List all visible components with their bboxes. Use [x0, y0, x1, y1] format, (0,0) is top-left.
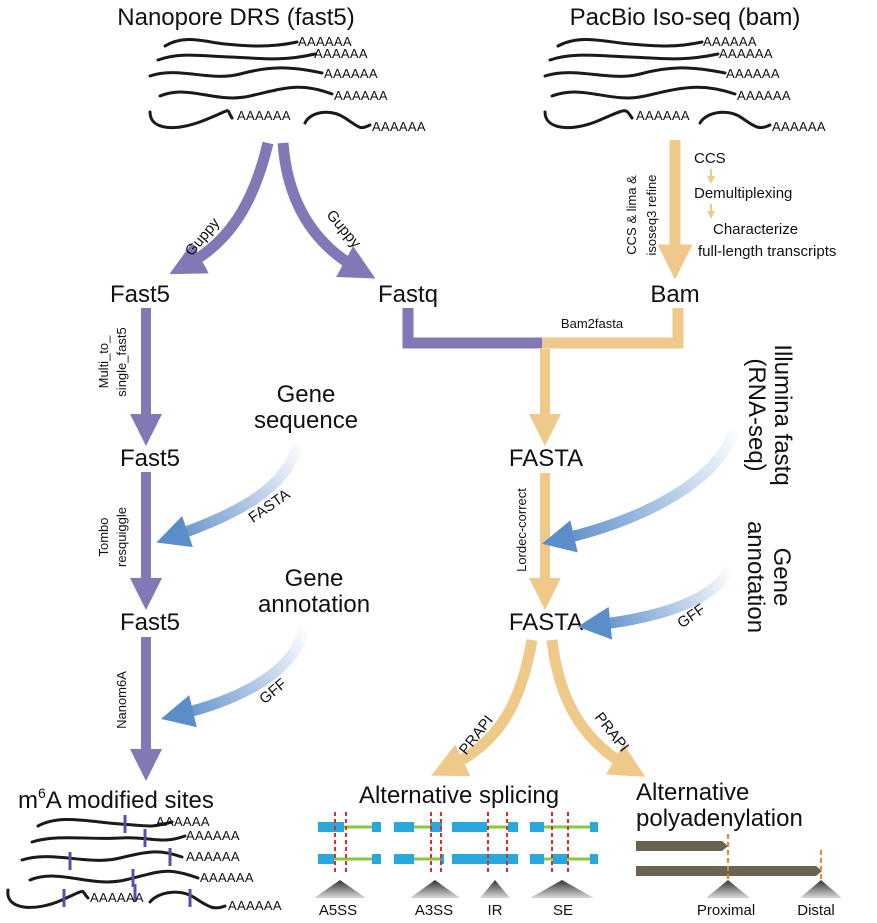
pacbio-steps: CCS Demultiplexing Characterize full-len…: [694, 150, 836, 260]
gene-annotation-left-arrow: [160, 626, 310, 728]
svg-text:resquiggle: resquiggle: [114, 507, 129, 567]
nanopore-reads: [148, 38, 372, 130]
multi-to-single-label: Multi_to_ single_fast5: [96, 327, 129, 396]
node-fastq: Fastq: [378, 281, 438, 308]
gene-sequence-label: Gene sequence: [254, 381, 358, 434]
pacbio-reads: [543, 38, 772, 130]
a5ss-schematic: [318, 812, 381, 872]
illumina-label: Illumina fastq (RNA-seq): [743, 344, 796, 485]
polya-schematic: [636, 834, 842, 898]
svg-text:AAAAAA: AAAAAA: [156, 814, 210, 829]
node-bam: Bam: [650, 281, 699, 308]
distal-label: Distal: [797, 902, 835, 919]
node-fasta-merged: FASTA: [509, 445, 583, 472]
svg-text:(RNA-seq): (RNA-seq): [743, 358, 770, 471]
svg-text:Characterize: Characterize: [713, 221, 798, 238]
gene-annotation-right-label: Gene annotation: [742, 521, 795, 633]
svg-text:AAAAAA: AAAAAA: [737, 88, 791, 103]
prapi-right-arrow: [546, 639, 646, 777]
bam2fasta-label: Bam2fasta: [561, 316, 624, 331]
svg-text:Multi_to_: Multi_to_: [96, 335, 111, 389]
m6a-sites: [62, 815, 192, 907]
svg-text:AAAAAA: AAAAAA: [237, 108, 291, 123]
svg-text:AAAAAA: AAAAAA: [636, 108, 690, 123]
svg-text:AAAAAA: AAAAAA: [772, 119, 826, 134]
svg-text:Illumina fastq: Illumina fastq: [769, 344, 796, 485]
m6a-title: m6A modified sites: [18, 785, 214, 814]
svg-text:AAAAAA: AAAAAA: [314, 46, 368, 61]
gene-annotation-right-arrow: [577, 565, 735, 640]
svg-text:polyadenylation: polyadenylation: [636, 805, 803, 832]
gene-annotation-left-label: Gene annotation: [258, 565, 370, 618]
svg-text:AAAAAA: AAAAAA: [726, 66, 780, 81]
svg-text:AAAAAA: AAAAAA: [90, 890, 144, 905]
nanopore-polya: AAAAAA AAAAAA AAAAAA AAAAAA AAAAAA AAAAA…: [237, 34, 426, 134]
guppy-right-arrow: [277, 142, 376, 279]
bam-merge-line: [542, 308, 684, 349]
svg-text:Tombo: Tombo: [96, 517, 111, 556]
ir-label: IR: [488, 902, 503, 919]
m6a-reads: [6, 818, 227, 910]
splicing-schematics: [318, 812, 598, 872]
svg-text:AAAAAA: AAAAAA: [719, 46, 773, 61]
svg-text:AAAAAA: AAAAAA: [372, 119, 426, 134]
node-fast5-raw: Fast5: [110, 281, 170, 308]
a3ss-label: A3SS: [415, 902, 453, 919]
nanopore-title: Nanopore DRS (fast5): [117, 4, 354, 31]
svg-text:AAAAAA: AAAAAA: [186, 828, 240, 843]
lordec-label: Lordec-correct: [514, 488, 529, 572]
svg-text:Gene: Gene: [285, 565, 344, 592]
prapi-left-arrow: [431, 639, 538, 777]
node-fast5-single: Fast5: [120, 445, 180, 472]
svg-text:annotation: annotation: [742, 521, 769, 633]
svg-text:CCS: CCS: [694, 150, 726, 167]
svg-text:AAAAAA: AAAAAA: [200, 870, 254, 885]
svg-text:annotation: annotation: [258, 591, 370, 618]
a5ss-label: A5SS: [319, 902, 357, 919]
pacbio-polya: AAAAAA AAAAAA AAAAAA AAAAAA AAAAAA AAAAA…: [636, 34, 826, 134]
a3ss-schematic: [394, 812, 444, 872]
se-schematic: [530, 812, 598, 872]
se-label: SE: [553, 902, 573, 919]
svg-text:AAAAAA: AAAAAA: [186, 849, 240, 864]
svg-text:AAAAAA: AAAAAA: [324, 66, 378, 81]
proximal-label: Proximal: [697, 902, 755, 919]
splicing-type-markers: [314, 880, 594, 898]
svg-text:AAAAAA: AAAAAA: [703, 34, 757, 49]
nanom6a-label: Nanom6A: [114, 671, 129, 729]
gene-sequence-arrow: [156, 443, 304, 548]
guppy-left-arrow: [169, 141, 274, 275]
alt-splicing-title: Alternative splicing: [359, 782, 559, 809]
pacbio-title: PacBio Iso-seq (bam): [570, 4, 801, 31]
svg-text:Gene: Gene: [768, 548, 795, 607]
svg-text:CCS & lima &: CCS & lima &: [624, 175, 639, 255]
node-fast5-resquiggled: Fast5: [120, 609, 180, 636]
svg-text:Alternative: Alternative: [636, 779, 749, 806]
fastq-merge-line: [402, 308, 545, 349]
svg-text:Demultiplexing: Demultiplexing: [694, 185, 792, 202]
m6a-polya: AAAAAA AAAAAA AAAAAA AAAAAA AAAAAA AAAAA…: [90, 814, 282, 913]
svg-text:full-length transcripts: full-length transcripts: [698, 243, 836, 260]
svg-text:Gene: Gene: [277, 381, 336, 408]
node-fasta-corrected: FASTA: [509, 609, 583, 636]
ir-schematic: [452, 812, 518, 872]
svg-text:sequence: sequence: [254, 407, 358, 434]
svg-text:AAAAAA: AAAAAA: [298, 34, 352, 49]
alt-polya-title: Alternative polyadenylation: [636, 779, 803, 832]
svg-text:single_fast5: single_fast5: [114, 327, 129, 396]
pacbio-tools-label: CCS & lima & isoseq3 refine: [624, 175, 659, 256]
tombo-label: Tombo resquiggle: [96, 507, 129, 567]
illumina-arrow: [541, 426, 741, 553]
svg-text:AAAAAA: AAAAAA: [228, 898, 282, 913]
svg-text:isoseq3 refine: isoseq3 refine: [644, 175, 659, 256]
svg-text:AAAAAA: AAAAAA: [334, 88, 388, 103]
